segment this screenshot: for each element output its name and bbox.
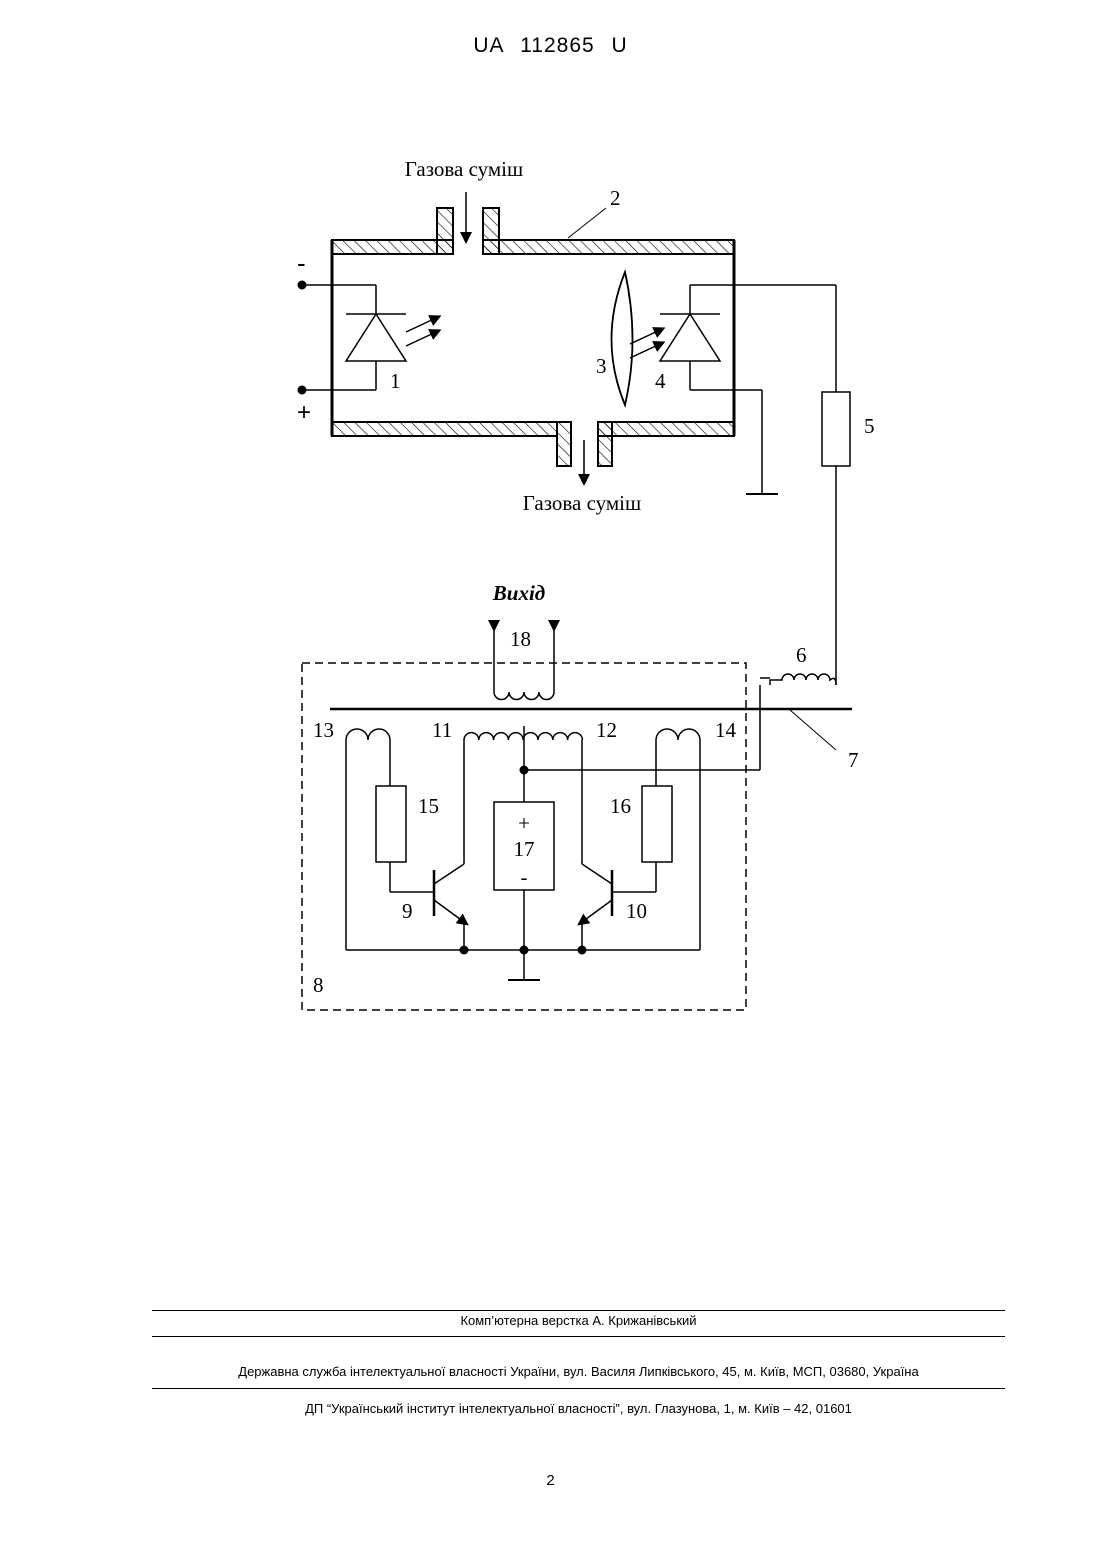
- converter-circuit: [346, 726, 760, 980]
- footer-rule: [152, 1388, 1005, 1389]
- ref-8: 8: [313, 973, 324, 997]
- supply-plus: +: [518, 811, 530, 835]
- junction-dot: [578, 946, 587, 955]
- ref-13: 13: [313, 718, 334, 742]
- agency-address: Державна служба інтелектуальної власност…: [152, 1364, 1005, 1379]
- plus-terminal: [298, 386, 307, 395]
- inlet-wall-left: [437, 208, 453, 254]
- outlet-wall-left: [557, 422, 571, 466]
- ref-10: 10: [626, 899, 647, 923]
- ref-12: 12: [596, 718, 617, 742]
- junction-dot: [520, 766, 529, 775]
- ref-4: 4: [655, 369, 666, 393]
- ref-18: 18: [510, 627, 531, 651]
- footer-rule: [152, 1310, 1005, 1311]
- bottom-wall-left: [332, 422, 557, 436]
- gas-outlet-label: Газова суміш: [523, 491, 641, 515]
- minus-sign: -: [297, 248, 306, 278]
- bottom-wall-right: [598, 422, 734, 436]
- led-emitter: [302, 285, 436, 390]
- ref-11: 11: [432, 718, 452, 742]
- inlet-wall-right: [483, 208, 499, 254]
- ref-6: 6: [796, 643, 807, 667]
- top-wall-right: [483, 240, 734, 254]
- core-leader: [790, 710, 836, 750]
- wall-leader: [568, 208, 606, 238]
- minus-terminal: [298, 281, 307, 290]
- gas-cell: [332, 208, 734, 466]
- gas-inlet-label: Газова суміш: [405, 157, 523, 181]
- institute-address: ДП “Український інститут інтелектуальної…: [152, 1401, 1005, 1416]
- ref-15: 15: [418, 794, 439, 818]
- ref-2: 2: [610, 186, 621, 210]
- junction-dot: [460, 946, 469, 955]
- output-label: Вихід: [492, 581, 545, 605]
- ref-17: 17: [514, 837, 535, 861]
- top-wall-left: [332, 240, 453, 254]
- footer-rule: [152, 1336, 1005, 1337]
- outlet-wall-right: [598, 422, 612, 466]
- ref-16: 16: [610, 794, 631, 818]
- page-number: 2: [0, 1472, 1101, 1489]
- ref-5: 5: [864, 414, 875, 438]
- ref-3: 3: [596, 354, 607, 378]
- plus-sign: +: [297, 399, 311, 426]
- patent-diagram: Газова суміш Газова суміш Вихід - + 1 2 …: [0, 0, 1101, 1100]
- lens: [612, 272, 633, 405]
- supply-minus: -: [521, 865, 528, 889]
- ref-14: 14: [715, 718, 737, 742]
- layout-credit: Комп’ютерна верстка А. Крижанівський: [152, 1313, 1005, 1328]
- junction-dot: [520, 946, 529, 955]
- ref-7: 7: [848, 748, 859, 772]
- ref-1: 1: [390, 369, 401, 393]
- resistor-5-circuit: [760, 285, 850, 770]
- ref-9: 9: [402, 899, 413, 923]
